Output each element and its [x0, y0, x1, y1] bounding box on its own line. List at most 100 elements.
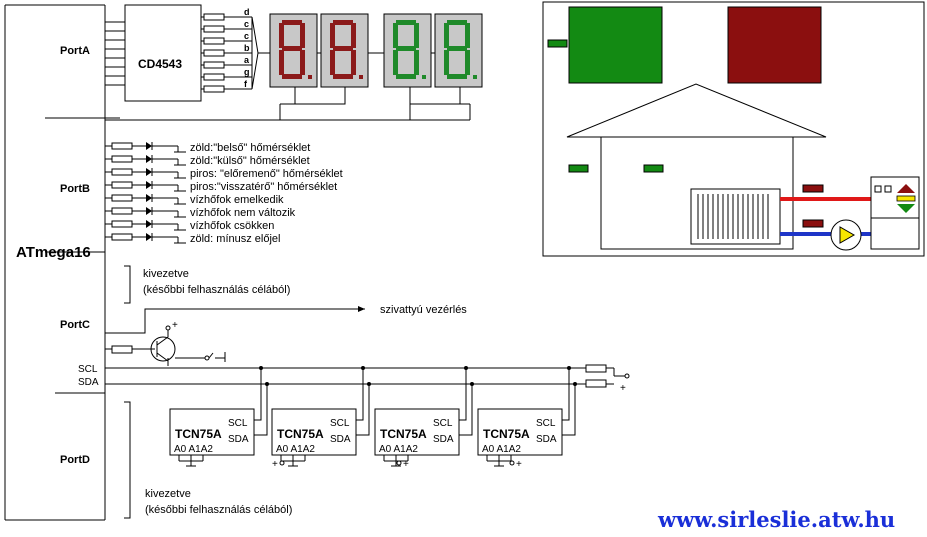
reserved-sub-upper: (későbbi felhasználás célából) — [143, 284, 290, 296]
digit-segment — [465, 50, 470, 75]
decoder-pin-label: f — [244, 79, 248, 89]
led-row: vízhőfok csökken — [105, 220, 274, 232]
digit-segment — [414, 50, 419, 75]
seven-segment-displays — [269, 13, 483, 120]
digit-select-wire — [280, 87, 346, 105]
diode-icon — [146, 168, 152, 176]
radiator-icon — [690, 188, 781, 245]
digit-segment — [351, 23, 356, 48]
seven-segment-digit — [434, 13, 483, 88]
led-label: zöld:"belső" hőmérséklet — [190, 142, 310, 154]
digit-segment — [444, 50, 449, 75]
digit-segment — [447, 46, 467, 51]
led-row: piros:"visszatérő" hőmérséklet — [105, 181, 337, 193]
port-d-label: PortD — [60, 454, 90, 466]
digit-segment — [351, 50, 356, 75]
led-row: piros: "előremenő" hőmérséklet — [105, 168, 343, 180]
segment-resistor — [203, 13, 225, 21]
digit-segment — [333, 20, 353, 25]
bus-plus: + — [620, 383, 626, 394]
led-resistor — [111, 181, 133, 189]
sensor-plus: + — [516, 459, 522, 470]
diode-icon — [146, 155, 152, 163]
seven-segment-digit — [383, 13, 432, 88]
digit-segment — [279, 50, 284, 75]
flow-pipe — [780, 197, 871, 201]
digit-segment — [330, 50, 335, 75]
led-resistor — [111, 155, 133, 163]
sensor-chip-name: TCN75A — [483, 427, 530, 441]
segment-resistor — [203, 49, 225, 57]
sensor-address-pins: A0 A1A2 — [379, 444, 418, 455]
diode-icon — [146, 233, 152, 241]
decimal-point — [473, 75, 477, 79]
reserved-label-upper: kivezetve — [143, 268, 189, 280]
led-row: zöld:"külső" hőmérséklet — [105, 155, 310, 167]
reserved-label-lower: kivezetve — [145, 488, 191, 500]
digit-segment — [396, 74, 416, 79]
pump-control-label: szivattyú vezérlés — [380, 304, 467, 316]
led-label: zöld:"külső" hőmérséklet — [190, 155, 310, 167]
decoder-pin-label: g — [244, 67, 250, 77]
led-row: zöld:"belső" hőmérséklet — [105, 142, 310, 154]
level-bar-icon — [896, 195, 916, 202]
led-resistor — [111, 142, 133, 150]
i2c-bus: SCL SDA + — [78, 364, 630, 436]
return-led-icon — [802, 219, 824, 228]
led-label: piros: "előremenő" hőmérséklet — [190, 168, 343, 180]
boiler-icon — [870, 176, 920, 250]
segment-resistor — [203, 25, 225, 33]
reserved-sub-lower: (későbbi felhasználás célából) — [145, 504, 292, 516]
digit-segment — [444, 23, 449, 48]
sensor-plus: + — [403, 459, 409, 470]
transistor-icon — [150, 336, 176, 362]
decoder-pin-label: c — [244, 19, 249, 29]
digit-segment — [393, 23, 398, 48]
digit-segment — [333, 46, 353, 51]
digit-segment — [282, 46, 302, 51]
vcc-terminal-icon — [624, 373, 630, 379]
sensor-scl-pin: SCL — [433, 418, 453, 429]
port-a-label: PortA — [60, 45, 90, 57]
flow-led-icon — [802, 184, 824, 193]
led-label: vízhőfok csökken — [190, 220, 274, 232]
digit-segment — [333, 74, 353, 79]
scl-label: SCL — [78, 364, 98, 375]
decoder-pin-label: c — [244, 31, 249, 41]
seven-segment-digit — [269, 13, 318, 88]
port-b-label: PortB — [60, 183, 90, 195]
decoder-pin-label: d — [244, 7, 250, 17]
decimal-point — [422, 75, 426, 79]
led-resistor — [111, 220, 133, 228]
sensor-address-pins: A0 A1A2 — [174, 444, 213, 455]
transistor-plus: + — [172, 320, 178, 331]
mcu-block: PortA PortB PortC PortD ATmega16 — [4, 4, 120, 521]
diode-icon — [146, 142, 152, 150]
segment-resistor — [203, 37, 225, 45]
digit-segment — [396, 20, 416, 25]
led-label: vízhőfok nem változik — [190, 207, 296, 219]
sensor-sda-pin: SDA — [536, 434, 557, 445]
led-row: vízhőfok emelkedik — [105, 194, 284, 206]
indoor-led-icon-2 — [643, 164, 664, 173]
digit-segment — [414, 23, 419, 48]
return-pipe — [780, 232, 871, 236]
digit-segment — [396, 46, 416, 51]
sensor-sda-pin: SDA — [228, 434, 249, 445]
digit-select-wire — [280, 87, 296, 105]
green-panel — [568, 6, 663, 84]
reserved-note-upper: kivezetve (későbbi felhasználás célából) — [124, 265, 290, 304]
decoder-name: CD4543 — [138, 57, 182, 71]
digit-segment — [282, 74, 302, 79]
decimal-point — [359, 75, 363, 79]
digit-segment — [447, 74, 467, 79]
pump-icon — [839, 226, 856, 244]
mcu-name: ATmega16 — [16, 244, 91, 261]
red-panel — [727, 6, 822, 84]
